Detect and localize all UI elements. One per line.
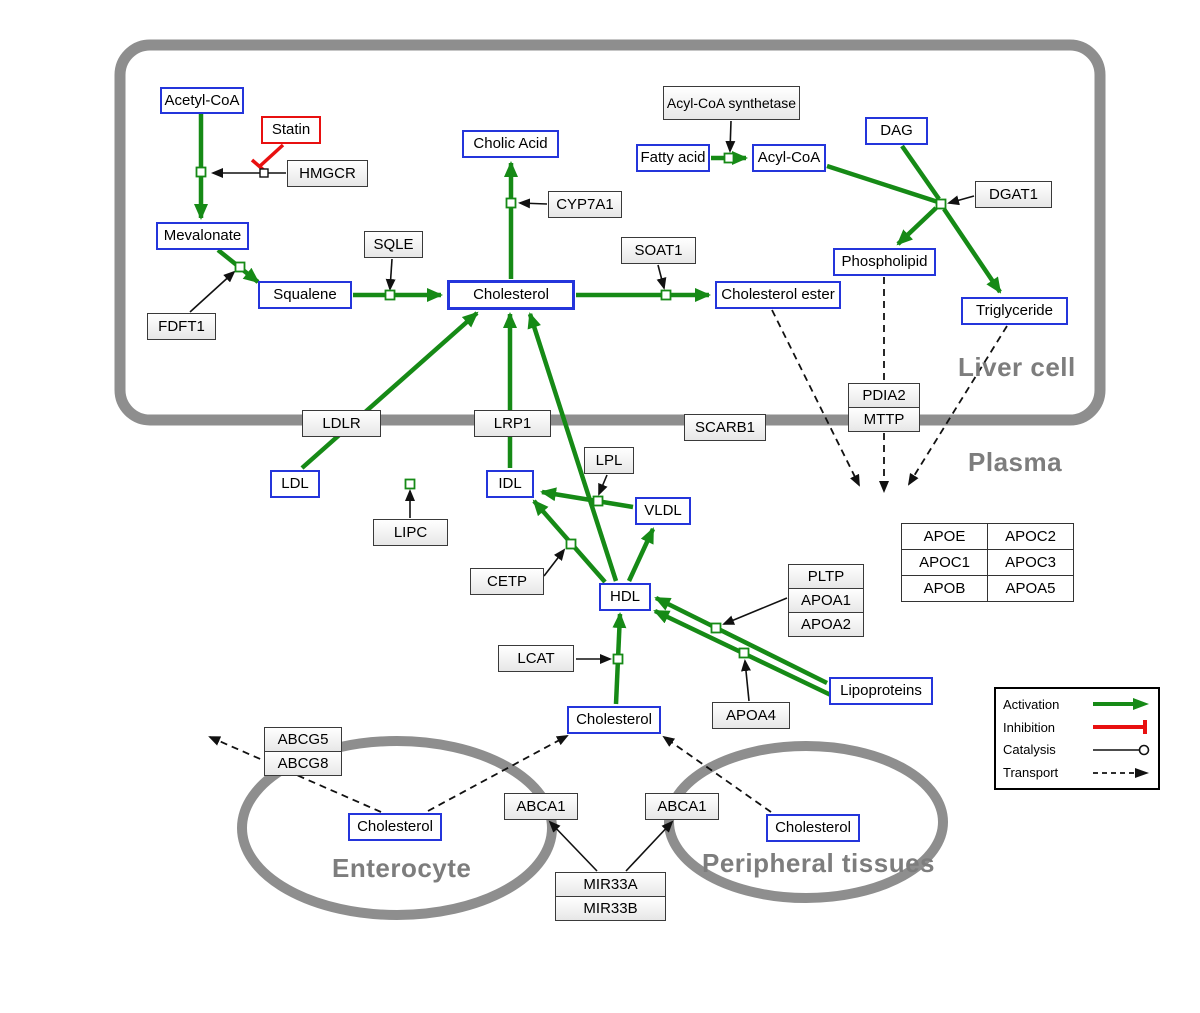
node-mevalonate[interactable]: Mevalonate [156, 222, 249, 250]
node-lrp1[interactable]: LRP1 [474, 410, 551, 437]
legend-transport: Transport [1003, 765, 1151, 781]
inhibition-tbar-icon [1093, 720, 1147, 735]
node-lcat[interactable]: LCAT [498, 645, 574, 672]
legend-activation-label: Activation [1003, 696, 1060, 712]
liver-cell-label: Liver cell [958, 352, 1076, 382]
node-abcg8[interactable]: ABCG8 [264, 751, 342, 776]
transport-dashed-arrow-icon [1093, 767, 1149, 778]
catalysis-anchor [259, 168, 269, 178]
node-ldl[interactable]: LDL [270, 470, 320, 498]
node-cyp7a1[interactable]: CYP7A1 [548, 191, 622, 218]
peripheral-tissues-label: Peripheral tissues [702, 848, 935, 878]
node-mir33a[interactable]: MIR33A [555, 872, 666, 897]
node-fatty-acid[interactable]: Fatty acid [636, 144, 710, 172]
node-cetp[interactable]: CETP [470, 568, 544, 595]
node-mir33b[interactable]: MIR33B [555, 896, 666, 921]
node-cholesterol-ester[interactable]: Cholesterol ester [715, 281, 841, 309]
node-apoc2[interactable]: APOC2 [987, 523, 1074, 550]
edge-anchors [195, 152, 947, 665]
node-dgat1[interactable]: DGAT1 [975, 181, 1052, 208]
legend-catalysis-label: Catalysis [1003, 742, 1056, 758]
node-mttp[interactable]: MTTP [848, 407, 920, 432]
node-cholesterol-liver[interactable]: Cholesterol [447, 280, 575, 310]
node-sqle[interactable]: SQLE [364, 231, 423, 258]
node-apoc1[interactable]: APOC1 [901, 549, 988, 576]
node-triglyceride[interactable]: Triglyceride [961, 297, 1068, 325]
node-apoe[interactable]: APOE [901, 523, 988, 550]
node-soat1[interactable]: SOAT1 [621, 237, 696, 264]
legend-transport-label: Transport [1003, 765, 1059, 781]
node-phospholipid[interactable]: Phospholipid [833, 248, 936, 276]
node-hdl[interactable]: HDL [599, 583, 651, 611]
node-apoa2[interactable]: APOA2 [788, 612, 864, 637]
node-hmgcr[interactable]: HMGCR [287, 160, 368, 187]
enterocyte-label: Enterocyte [332, 853, 472, 883]
node-cholic-acid[interactable]: Cholic Acid [462, 130, 559, 158]
node-scarb1[interactable]: SCARB1 [684, 414, 766, 441]
node-lipc[interactable]: LIPC [373, 519, 448, 546]
node-dag[interactable]: DAG [865, 117, 928, 145]
apolipoprotein-table: APOE APOC2 APOC1 APOC3 APOB APOA5 [901, 523, 1074, 602]
node-cholesterol-enterocyte[interactable]: Cholesterol [348, 813, 442, 841]
node-cholesterol-plasma[interactable]: Cholesterol [567, 706, 661, 734]
node-lipoproteins[interactable]: Lipoproteins [829, 677, 933, 705]
node-abca1-peripheral[interactable]: ABCA1 [645, 793, 719, 820]
transport-edges [208, 277, 1008, 813]
node-pdia2[interactable]: PDIA2 [848, 383, 920, 408]
node-acyl-coa-synthetase[interactable]: Acyl-CoA synthetase [663, 86, 800, 120]
catalysis-circle-icon [1093, 744, 1150, 756]
plasma-label: Plasma [968, 447, 1063, 477]
legend-inhibition: Inhibition [1003, 719, 1151, 735]
legend: Activation Inhibition Catalysis Transpor… [994, 687, 1160, 790]
node-apoa1[interactable]: APOA1 [788, 588, 864, 613]
node-lpl[interactable]: LPL [584, 447, 634, 474]
node-abca1-enterocyte[interactable]: ABCA1 [504, 793, 578, 820]
node-statin[interactable]: Statin [261, 116, 321, 144]
node-vldl[interactable]: VLDL [635, 497, 691, 525]
legend-activation: Activation [1003, 696, 1151, 712]
node-cholesterol-peripheral[interactable]: Cholesterol [766, 814, 860, 842]
node-ldlr[interactable]: LDLR [302, 410, 381, 437]
node-fdft1[interactable]: FDFT1 [147, 313, 216, 340]
node-apoa4[interactable]: APOA4 [712, 702, 790, 729]
legend-inhibition-label: Inhibition [1003, 719, 1056, 735]
node-idl[interactable]: IDL [486, 470, 534, 498]
node-acyl-coa[interactable]: Acyl-CoA [752, 144, 826, 172]
node-apoa5[interactable]: APOA5 [987, 575, 1074, 602]
node-abcg5[interactable]: ABCG5 [264, 727, 342, 752]
node-pltp[interactable]: PLTP [788, 564, 864, 589]
activation-arrow-icon [1093, 698, 1149, 711]
legend-catalysis: Catalysis [1003, 742, 1151, 758]
node-apob[interactable]: APOB [901, 575, 988, 602]
liver-cell-compartment [114, 39, 1106, 426]
node-squalene[interactable]: Squalene [258, 281, 352, 309]
catalysis-edges [189, 120, 975, 872]
node-acetyl-coa[interactable]: Acetyl-CoA [160, 87, 244, 114]
node-apoc3[interactable]: APOC3 [987, 549, 1074, 576]
